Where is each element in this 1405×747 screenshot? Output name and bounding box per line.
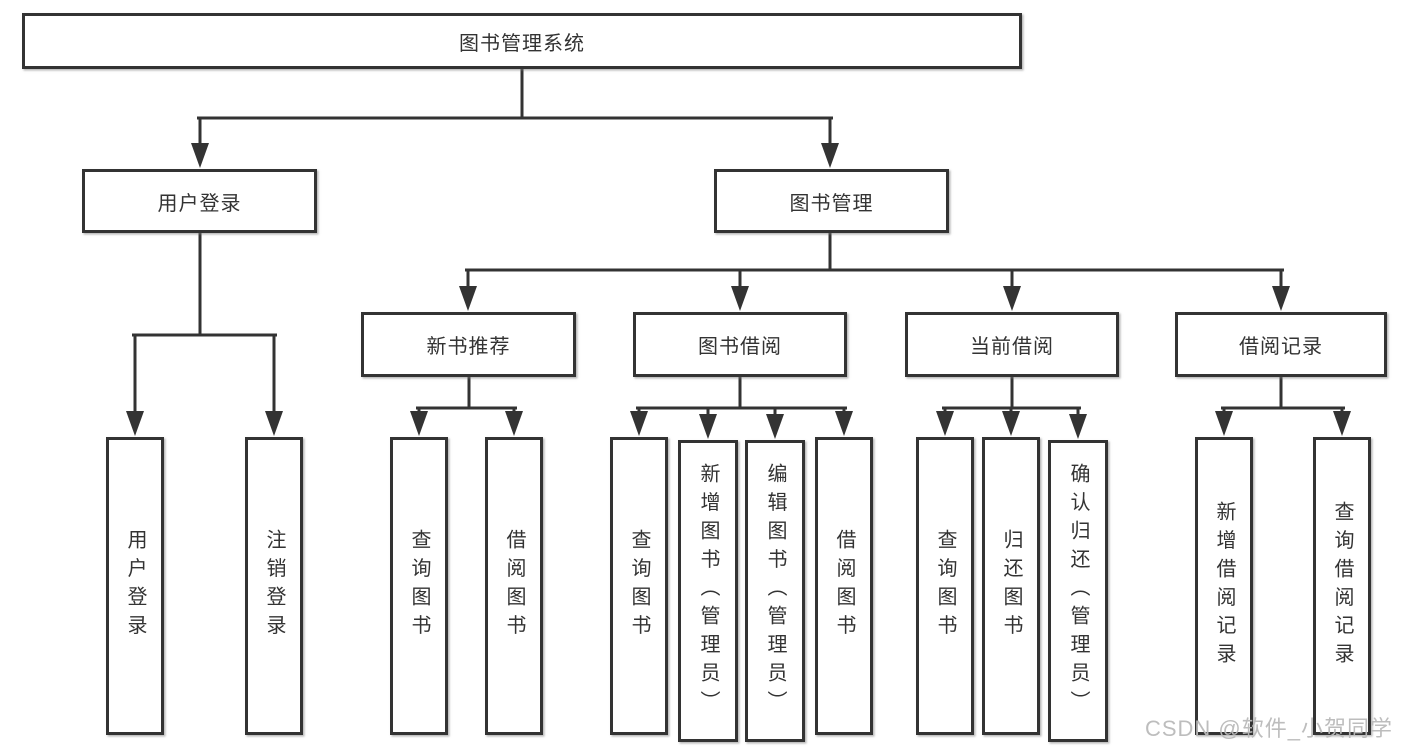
node-new-book-recommend: 新书推荐 <box>361 312 576 377</box>
leaf-query-borrow-record: 查询借阅记录 <box>1313 437 1371 735</box>
leaf-add-borrow-record: 新增借阅记录 <box>1195 437 1253 735</box>
leaf-query-books-current: 查询图书 <box>916 437 974 735</box>
node-user-login: 用户登录 <box>82 169 317 233</box>
leaf-query-books-recommend: 查询图书 <box>390 437 448 735</box>
node-book-management: 图书管理 <box>714 169 949 233</box>
leaf-query-books-borrowing: 查询图书 <box>610 437 668 735</box>
leaf-borrow-books-borrowing: 借阅图书 <box>815 437 873 735</box>
leaf-return-books: 归还图书 <box>982 437 1040 735</box>
node-book-borrowing: 图书借阅 <box>633 312 847 377</box>
leaf-add-books-admin: 新增图书（管理员） <box>678 440 738 742</box>
leaf-edit-books-admin: 编辑图书（管理员） <box>745 440 805 742</box>
leaf-logout: 注销登录 <box>245 437 303 735</box>
leaf-confirm-return-admin: 确认归还（管理员） <box>1048 440 1108 742</box>
node-current-borrowing: 当前借阅 <box>905 312 1119 377</box>
node-borrowing-records: 借阅记录 <box>1175 312 1387 377</box>
csdn-watermark: CSDN @软件_小贺同学 <box>1144 716 1393 741</box>
node-root-system: 图书管理系统 <box>22 13 1022 69</box>
leaf-borrow-books-recommend: 借阅图书 <box>485 437 543 735</box>
leaf-user-login: 用户登录 <box>106 437 164 735</box>
